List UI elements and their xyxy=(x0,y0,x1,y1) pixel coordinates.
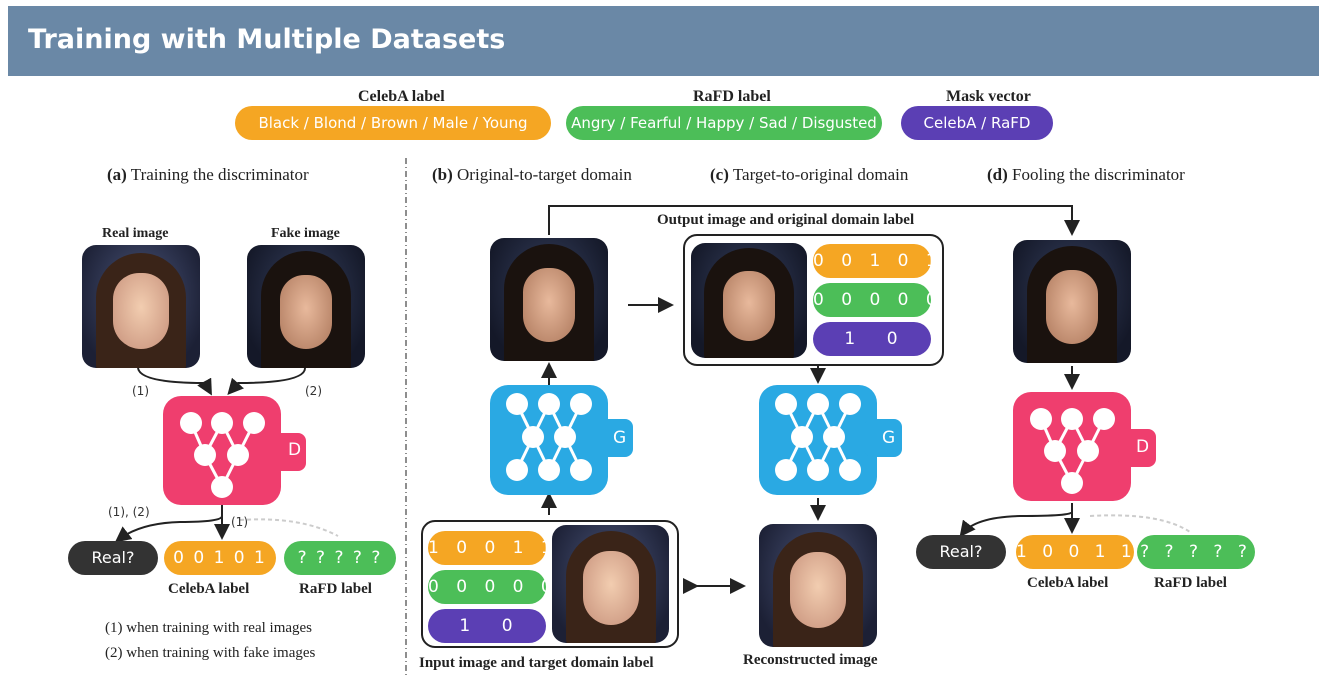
celeba-label-a: CelebA label xyxy=(168,581,250,597)
legend-rafd-values: Angry / Fearful / Happy / Sad / Disguste… xyxy=(566,106,882,140)
rafd-code-pill-a: ? ? ? ? ? xyxy=(284,541,396,575)
g-label-left: G xyxy=(613,428,627,448)
celeba-code-pill-d: 1 0 0 1 1 xyxy=(1016,535,1134,569)
arrow-d-to-real xyxy=(114,505,223,543)
real-image-female-a xyxy=(82,245,200,368)
legend-mask-values: CelebA / RaFD xyxy=(901,106,1053,140)
split-label-left: (1), (2) xyxy=(108,505,150,519)
header-bar: Training with Multiple Datasets xyxy=(8,6,1319,76)
arrow-d2-to-rafd-dashed xyxy=(1089,514,1191,533)
reconstructed-caption: Reconstructed image xyxy=(743,652,878,668)
panel-b-title: (b) Original-to-target domain xyxy=(432,165,632,184)
in-mask-code: 1 0 xyxy=(428,609,546,643)
in-rafd-code: 0 0 0 0 0 xyxy=(428,570,552,604)
real-question-pill-a: Real? xyxy=(68,541,158,575)
generator-network-b xyxy=(490,385,633,495)
g-label-right: G xyxy=(882,428,896,448)
out-celeba-code: 0 0 1 0 1 xyxy=(813,244,937,278)
d-label-d: D xyxy=(1136,437,1150,457)
input-image-female xyxy=(552,525,669,643)
arrow1-label: (1) xyxy=(132,384,149,398)
discriminator-network-a xyxy=(163,396,306,505)
reconstructed-image-female xyxy=(759,524,877,647)
arrow-loop-to-d xyxy=(548,205,1080,236)
arrow-fake-to-d xyxy=(227,367,306,395)
celeba-label-d: CelebA label xyxy=(1027,575,1109,591)
input-box-caption: Input image and target domain label xyxy=(419,655,654,671)
out-mask-code: 1 0 xyxy=(813,322,931,356)
arrow-d2-to-real xyxy=(959,503,1073,538)
box-output-image-male xyxy=(691,243,807,358)
arrow-real-to-d xyxy=(137,367,212,396)
rafd-code-pill-d: ? ? ? ? ? xyxy=(1137,535,1255,569)
arrow-d-to-rafd-dashed xyxy=(239,518,339,537)
fake-image-male-d xyxy=(1013,240,1131,363)
output-image-male xyxy=(490,238,608,361)
rafd-label-a: RaFD label xyxy=(299,581,372,597)
input-box-frame xyxy=(421,520,679,648)
output-box-frame xyxy=(683,234,944,366)
note-fake: (2) when training with fake images xyxy=(105,645,316,661)
legend-rafd-title: RaFD label xyxy=(693,88,771,105)
in-celeba-code: 1 0 0 1 1 xyxy=(428,531,552,565)
panel-c-title: (c) Target-to-original domain xyxy=(710,165,909,184)
panel-d-title: (d) Fooling the discriminator xyxy=(987,165,1185,184)
panel-a-title: (a) Training the discriminator xyxy=(107,165,309,184)
legend-celeba-values: Black / Blond / Brown / Male / Young xyxy=(235,106,551,140)
legend-celeba-title: CelebA label xyxy=(358,88,445,105)
real-image-label: Real image xyxy=(102,226,169,241)
fake-image-label: Fake image xyxy=(271,226,340,241)
fake-image-male-a xyxy=(247,245,365,368)
d-label-a: D xyxy=(288,440,302,460)
discriminator-network-d xyxy=(1013,392,1156,501)
output-box-caption: Output image and original domain label xyxy=(657,212,915,228)
celeba-code-pill-a: 0 0 1 0 1 xyxy=(164,541,276,575)
note-real: (1) when training with real images xyxy=(105,620,313,636)
split-label-down: (1) xyxy=(231,515,248,529)
rafd-label-d: RaFD label xyxy=(1154,575,1227,591)
generator-network-c xyxy=(759,385,902,495)
out-rafd-code: 0 0 0 0 0 xyxy=(813,283,937,317)
legend-mask-title: Mask vector xyxy=(946,88,1031,105)
arrow2-label: (2) xyxy=(305,384,322,398)
real-question-pill-d: Real? xyxy=(916,535,1006,569)
page-title: Training with Multiple Datasets xyxy=(28,24,506,55)
